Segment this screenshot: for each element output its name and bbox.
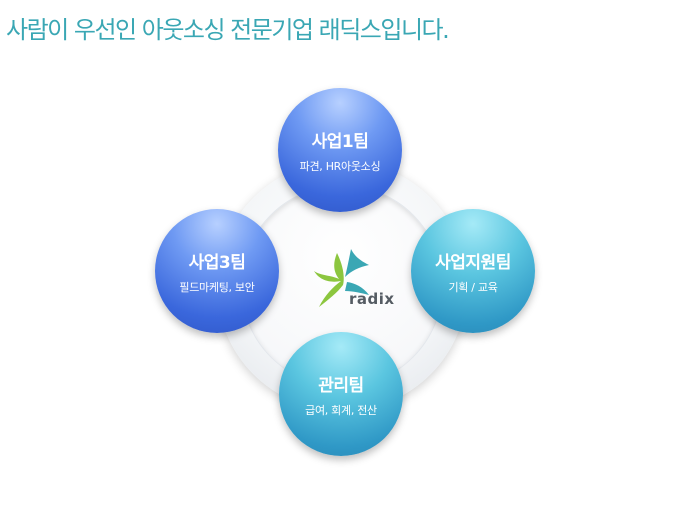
node-subtitle: 파견, HR아웃소싱	[299, 159, 381, 173]
node-subtitle: 급여, 회계, 전산	[305, 403, 377, 417]
node-title: 관리팀	[318, 375, 364, 396]
node-title: 사업1팀	[311, 131, 369, 152]
team-node-support: 사업지원팀 기획 / 교육	[411, 209, 535, 333]
team-node-admin: 관리팀 급여, 회계, 전산	[279, 332, 403, 456]
node-title: 사업3팀	[188, 252, 246, 273]
team-node-1: 사업1팀 파견, HR아웃소싱	[278, 88, 402, 212]
node-title: 사업지원팀	[435, 252, 511, 273]
node-subtitle: 필드마케팅, 보안	[179, 280, 255, 294]
page-title: 사람이 우선인 아웃소싱 전문기업 래딕스입니다.	[6, 16, 450, 44]
node-subtitle: 기획 / 교육	[448, 280, 498, 294]
team-node-3: 사업3팀 필드마케팅, 보안	[155, 209, 279, 333]
radix-logo-icon	[314, 249, 369, 307]
logo-text: radix	[349, 290, 395, 308]
